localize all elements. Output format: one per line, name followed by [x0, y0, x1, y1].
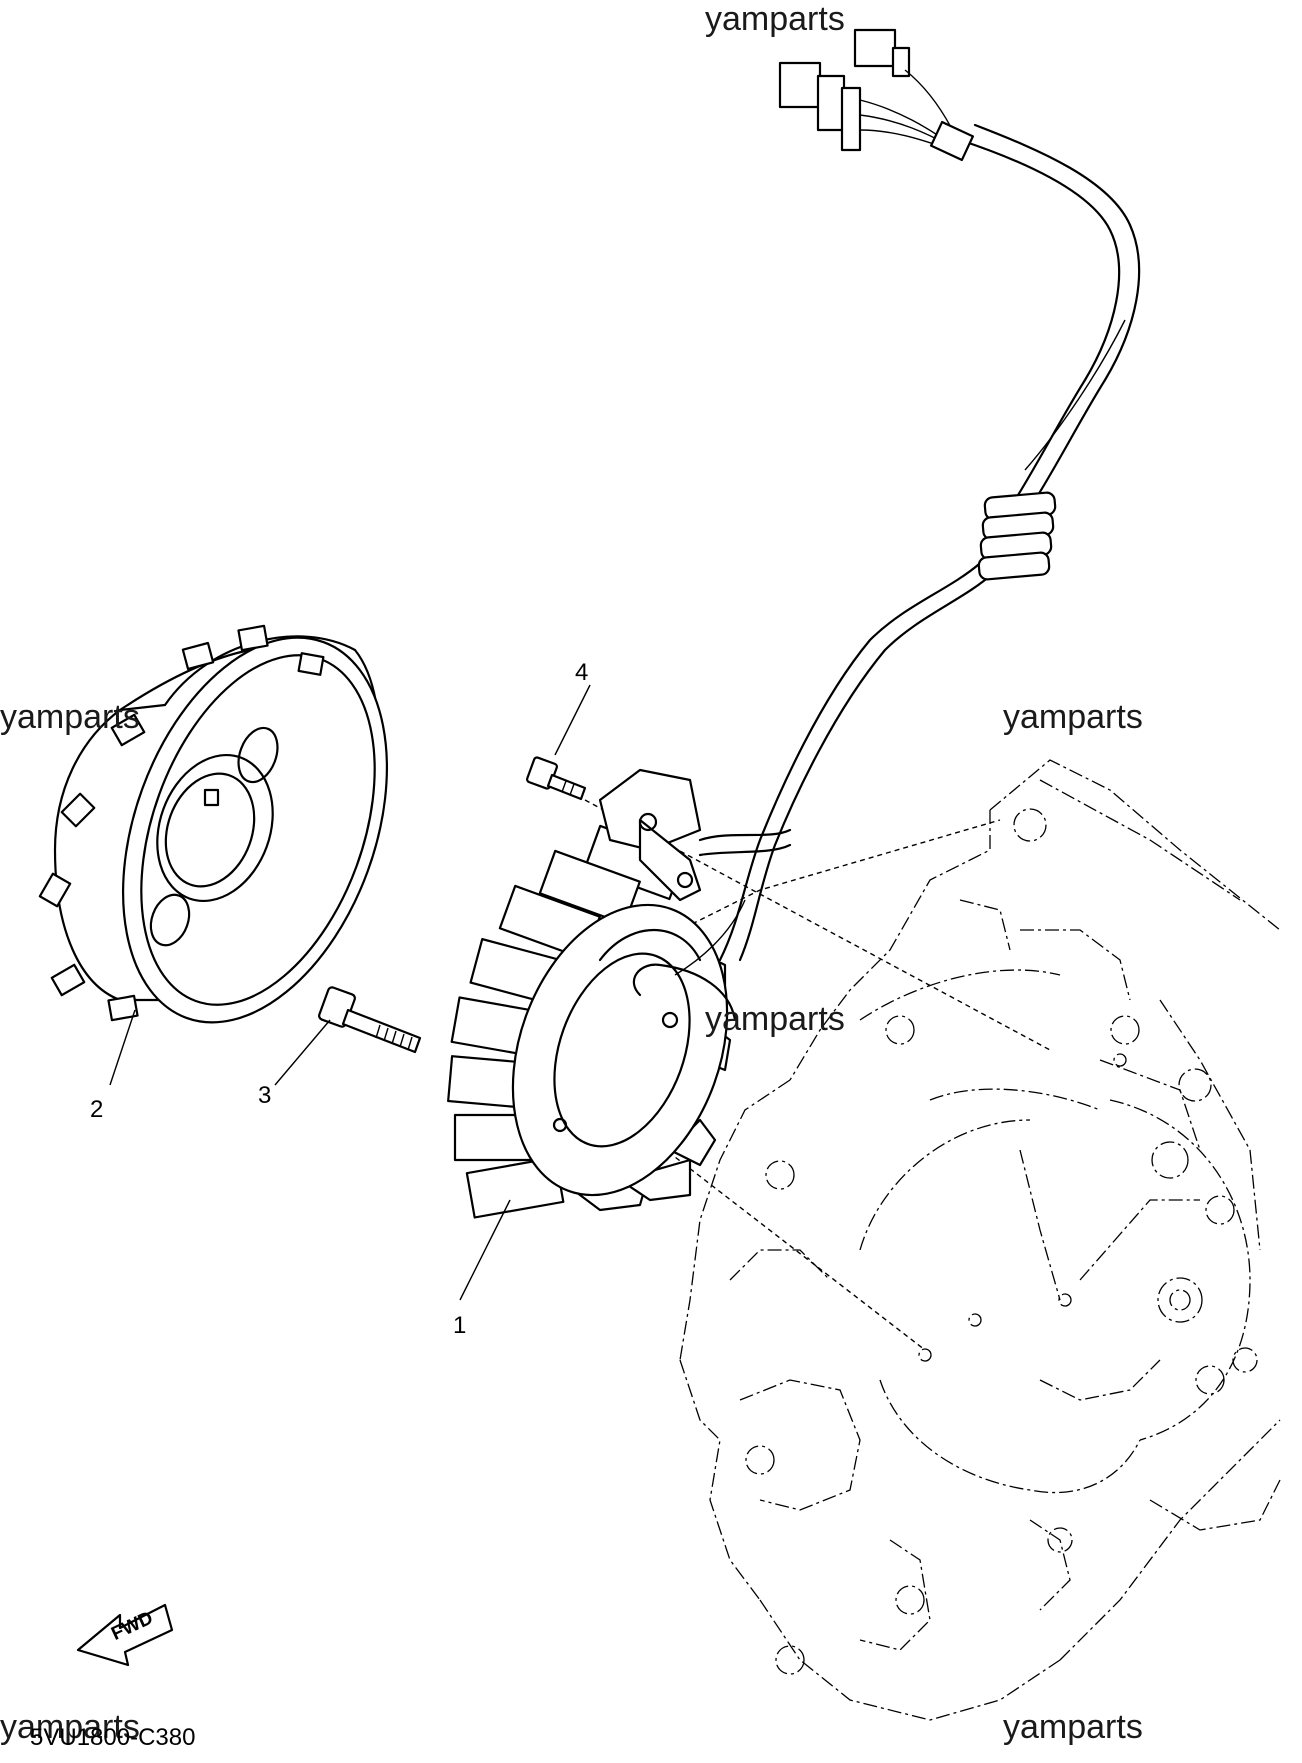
callout-2: 2 — [90, 1096, 103, 1123]
fwd-arrow-icon — [76, 1603, 174, 1667]
watermark-right: yamparts — [1003, 698, 1143, 736]
wiring-harness — [598, 28, 1141, 1022]
pickup-coil — [598, 768, 702, 852]
connector-a — [778, 61, 822, 109]
flywheel-rotor — [38, 624, 388, 1024]
callout-leaders — [109, 684, 591, 1301]
watermark-left: yamparts — [0, 698, 140, 736]
watermark-center: yamparts — [705, 1000, 845, 1038]
watermark-top: yamparts — [705, 0, 845, 38]
crankcase-cover — [679, 759, 1281, 1721]
callout-4: 4 — [575, 659, 588, 686]
bolt-part-3 — [318, 986, 422, 1054]
diagram-code: 5VU1800-C380 — [30, 1724, 195, 1751]
watermark-bottom-right: yamparts — [1003, 1708, 1143, 1746]
fwd-label: FWD — [108, 1608, 156, 1645]
callout-3: 3 — [258, 1082, 271, 1109]
callout-1: 1 — [453, 1312, 466, 1339]
screw-part-4 — [526, 756, 587, 801]
watermark-bottom-left: yamparts — [0, 1708, 140, 1746]
